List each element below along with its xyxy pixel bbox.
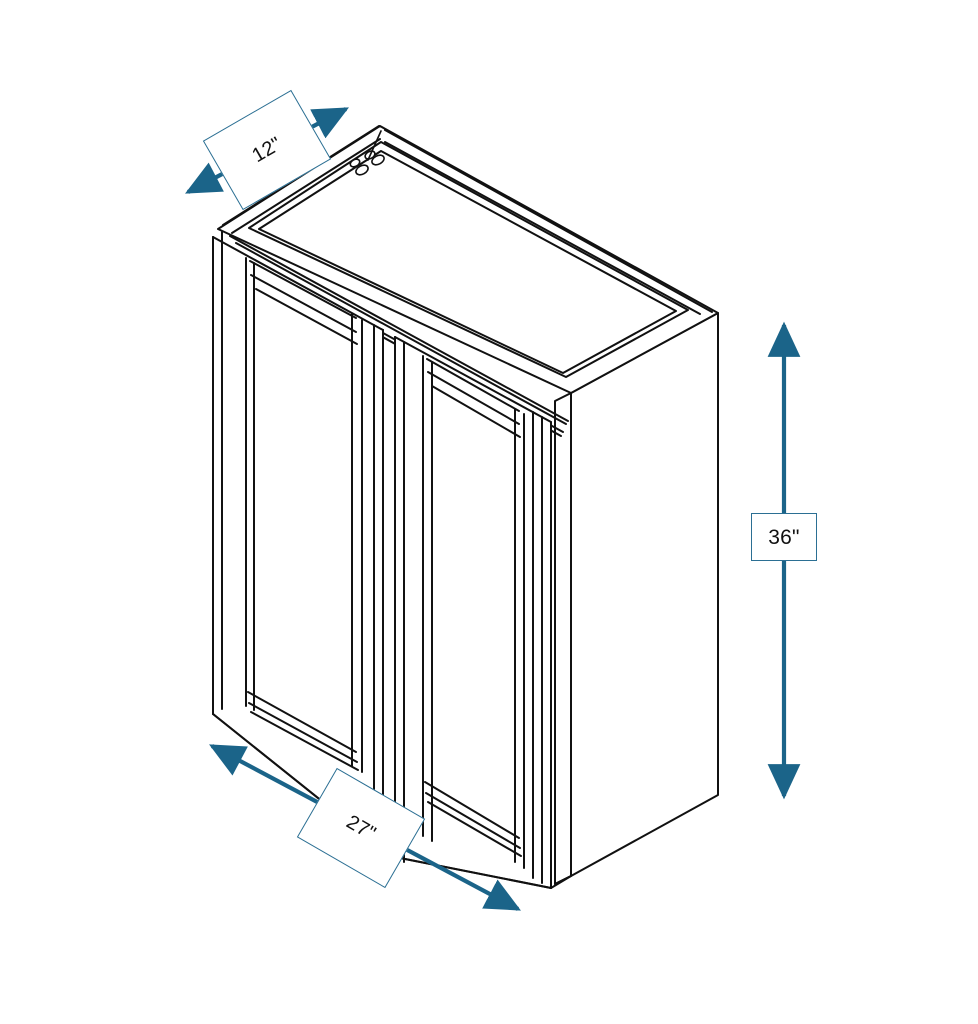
door-gap	[382, 329, 396, 858]
right-door	[394, 336, 552, 889]
mounting-holes	[349, 130, 385, 176]
cabinet-top-back-rail	[222, 125, 713, 315]
height-dimension-label: 36"	[751, 513, 817, 561]
cabinet-right-side-panel	[554, 312, 719, 885]
left-door	[212, 231, 384, 851]
cabinet-body	[212, 125, 719, 889]
